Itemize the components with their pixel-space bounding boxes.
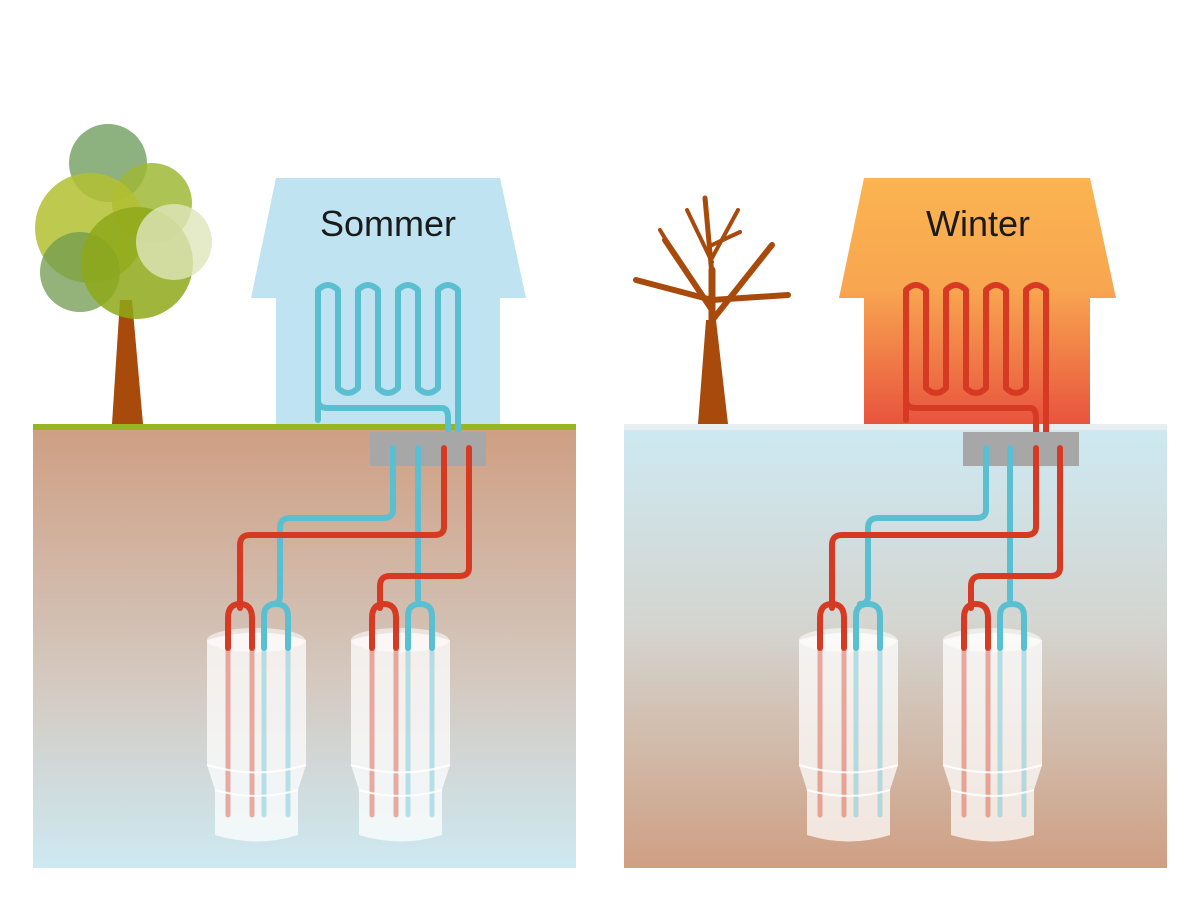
summer-grass-line — [33, 424, 576, 430]
winter-bare-tree — [633, 195, 791, 424]
winter-house-coil — [903, 282, 1049, 435]
summer-borehole-1 — [206, 601, 307, 842]
winter-borehole-1 — [798, 601, 899, 842]
summer-house: Sommer — [251, 178, 526, 435]
summer-tree-trunk — [112, 300, 143, 424]
summer-house-coil — [315, 282, 461, 435]
summer-borehole-2 — [350, 601, 451, 842]
winter-borehole-2 — [942, 601, 1043, 842]
winter-panel: Winter — [624, 178, 1167, 868]
summer-tree — [35, 124, 212, 424]
winter-frost-line — [624, 424, 1167, 430]
winter-tree-trunk — [698, 320, 728, 424]
summer-panel: Sommer — [33, 124, 576, 868]
winter-house: Winter — [839, 178, 1116, 435]
winter-label: Winter — [926, 203, 1030, 244]
summer-label: Sommer — [320, 203, 456, 244]
